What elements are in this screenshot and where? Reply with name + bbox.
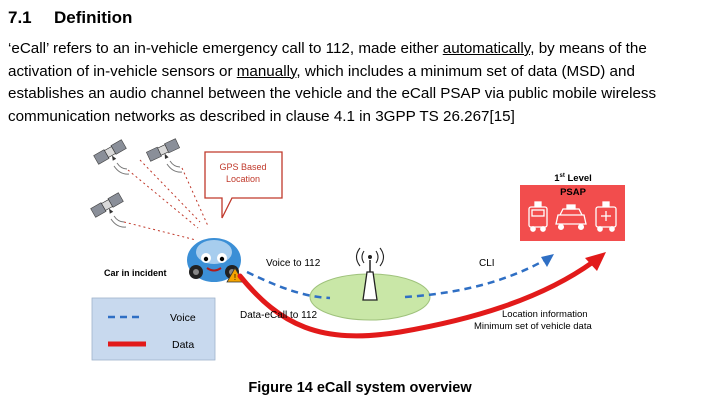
voice-to-112-label: Voice to 112 [266, 258, 321, 269]
paragraph-text: ‘eCall’ refers to an in-vehicle emergenc… [8, 40, 443, 57]
svg-text:!: ! [234, 273, 236, 282]
underlined-manually: manually [236, 62, 297, 80]
satellite-icon [90, 192, 124, 218]
ambulance-icon [528, 201, 548, 232]
paragraph-text: by means of the activation of in-vehicle… [8, 40, 647, 80]
legend: Voice Data [91, 297, 216, 361]
psap-level-label: 1st Level [554, 173, 592, 184]
psap-box [520, 185, 625, 241]
definition-paragraph: ‘eCall’ refers to an in-vehicle emergenc… [8, 38, 714, 128]
data-arrow [237, 259, 596, 339]
msd-label: Minimum set of vehicle data [474, 321, 592, 332]
antenna-icon [355, 247, 385, 301]
figure-caption: Figure 14 eCall system overview [248, 380, 472, 396]
satellite-icon [145, 138, 181, 162]
cli-label: CLI [479, 258, 495, 269]
section-number: 7.1 [8, 8, 32, 27]
fire-truck-icon [595, 201, 617, 232]
car-in-incident-label: Car in incident [104, 268, 167, 278]
data-arrow-head [585, 252, 606, 271]
underlined-automatically: automatically, [442, 40, 535, 57]
signal-waves-icon [110, 160, 183, 228]
location-info-label: Location information [502, 309, 588, 320]
section-heading: 7.1 Definition [8, 8, 132, 28]
police-car-icon [555, 204, 587, 231]
gps-callout: GPS Based Location [204, 151, 283, 219]
gps-rays [123, 159, 209, 241]
satellite-icon [93, 139, 127, 165]
voice-arrow [246, 258, 546, 300]
psap-name-label: PSAP [560, 187, 587, 198]
gps-callout-line1: GPS Based [219, 162, 266, 172]
voice-arrow-head [541, 254, 554, 267]
section-title: Definition [54, 8, 133, 27]
paragraph-text: , which includes a minimum set of data (… [8, 62, 657, 125]
gps-callout-line2: Location [226, 174, 260, 184]
data-ecall-label: Data-eCall to 112 [240, 310, 318, 321]
legend-data-label: Data [172, 339, 194, 351]
legend-voice-label: Voice [170, 312, 196, 324]
